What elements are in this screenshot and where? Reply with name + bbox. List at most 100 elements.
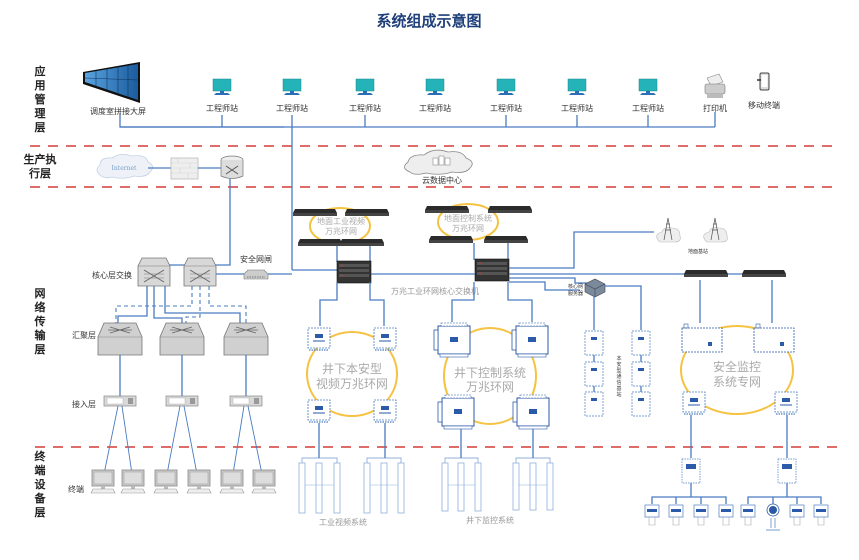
- substation-icon: [777, 458, 797, 484]
- monitor-substation-icon: [682, 391, 706, 415]
- svg-text:信: 信: [616, 379, 621, 386]
- printer-icon: [704, 73, 726, 98]
- svg-text:工程师站: 工程师站: [206, 103, 238, 113]
- monitor-icon: [251, 469, 277, 494]
- sensor: [668, 504, 684, 526]
- ring-surface-video: 地面工业视频 万兆环网: [293, 207, 389, 246]
- gateway-icon: [243, 269, 269, 280]
- core-ring-switch: [474, 258, 510, 282]
- camera-icon: [766, 503, 780, 531]
- computer-icon: [212, 78, 232, 96]
- svg-text:输: 输: [35, 328, 47, 342]
- ring-switch: [742, 270, 786, 277]
- svg-text:万兆环网: 万兆环网: [452, 223, 484, 233]
- comm-base-station-column: [584, 330, 651, 417]
- switch-icon: [229, 395, 263, 407]
- switch-icon: [103, 395, 137, 407]
- monitor-substation-icon: [753, 323, 795, 353]
- subsystem-box: [333, 462, 341, 514]
- switch-icon: [684, 270, 728, 277]
- controller-icon: [437, 394, 475, 430]
- switch-icon: [336, 260, 372, 284]
- engineer-station: 工程师站: [349, 78, 381, 113]
- server-icon: [584, 278, 606, 298]
- base-station-icon: [584, 361, 604, 387]
- router-icon: [220, 155, 244, 179]
- core-switch-label: 核心层交换: [92, 270, 132, 280]
- base-station-icon: [584, 330, 604, 356]
- switch-icon: [97, 322, 143, 356]
- svg-text:本: 本: [616, 355, 621, 362]
- security-gateway: 安全网闸: [240, 254, 272, 280]
- switch-icon: [165, 395, 199, 407]
- switch-icon: [223, 322, 269, 356]
- svg-text:层: 层: [34, 343, 46, 356]
- controller-icon: [512, 394, 550, 430]
- engineer-station: 工程师站: [561, 78, 593, 113]
- access-switch: [165, 395, 199, 407]
- subsystem-box: [529, 462, 537, 511]
- diagram-title: 系统组成示意图: [376, 12, 481, 30]
- controller-icon: [511, 322, 549, 358]
- svg-text:应: 应: [35, 64, 46, 78]
- switch-icon: [298, 239, 342, 246]
- sensor: [813, 504, 829, 526]
- aggregation-switch: [159, 322, 205, 356]
- svg-text:网: 网: [35, 287, 46, 300]
- subsystem-box: [457, 462, 465, 512]
- sensor: [644, 504, 660, 526]
- svg-text:工程师站: 工程师站: [632, 103, 664, 113]
- base-station-icon: [631, 330, 651, 356]
- aggregation-label: 汇聚层: [72, 331, 96, 340]
- svg-text:备: 备: [34, 491, 47, 505]
- svg-text:万兆环网: 万兆环网: [325, 226, 357, 236]
- switch-icon: [345, 209, 389, 216]
- svg-text:工程师站: 工程师站: [561, 103, 593, 113]
- ring-switch: [684, 270, 728, 277]
- access-terminal-links: [103, 405, 263, 475]
- monitor-substation-icon: [774, 391, 798, 415]
- ring-underground-control: 井下控制系统 万兆环网: [433, 322, 550, 430]
- monitor-icon: [90, 469, 116, 494]
- svg-text:井下本安型: 井下本安型: [322, 361, 382, 376]
- subsystem-box: [380, 462, 388, 514]
- terminal-pc: [186, 469, 212, 494]
- svg-text:地面基站: 地面基站: [688, 248, 708, 255]
- switch-icon: [425, 206, 469, 213]
- app-bus: [119, 112, 716, 270]
- access-switch: [103, 395, 137, 407]
- mobile-device-icon: [757, 72, 770, 91]
- camera-node-icon: [307, 399, 331, 423]
- safety-substation: [681, 458, 701, 484]
- svg-text:型: 型: [616, 367, 621, 374]
- sensor-icon: [693, 504, 709, 526]
- sensor-icon: [668, 504, 684, 526]
- computer-icon: [496, 78, 516, 96]
- core-ring-switch-label: 万兆工业环网核心交换机: [391, 286, 479, 296]
- engineer-station: 工程师站: [490, 78, 522, 113]
- svg-text:络: 络: [35, 300, 46, 314]
- access-switch: [229, 395, 263, 407]
- svg-text:地面控制系统: 地面控制系统: [444, 213, 492, 223]
- svg-text:工程师站: 工程师站: [490, 103, 522, 113]
- svg-text:视频万兆环网: 视频万兆环网: [316, 376, 388, 391]
- internet-cloud: Internet: [96, 154, 153, 179]
- camera-node-icon: [307, 327, 331, 351]
- monitor-substation-icon: [681, 323, 723, 353]
- subsystem-box: [363, 462, 371, 514]
- core-aggregation-links: [115, 286, 247, 323]
- switch-icon: [488, 206, 532, 213]
- mobile-terminal: 移动终端: [748, 72, 780, 110]
- svg-text:管: 管: [35, 92, 46, 106]
- subsystem-connector: [301, 457, 338, 463]
- sensor: [718, 504, 734, 526]
- switch-icon: [340, 239, 384, 246]
- svg-text:工程师站: 工程师站: [276, 103, 308, 113]
- svg-text:用: 用: [35, 79, 46, 92]
- subsystem-box: [474, 462, 482, 512]
- subsystem-box: [546, 462, 554, 511]
- sensor-icon: [813, 504, 829, 526]
- monitor-icon: [219, 469, 245, 494]
- computer-icon: [425, 78, 445, 96]
